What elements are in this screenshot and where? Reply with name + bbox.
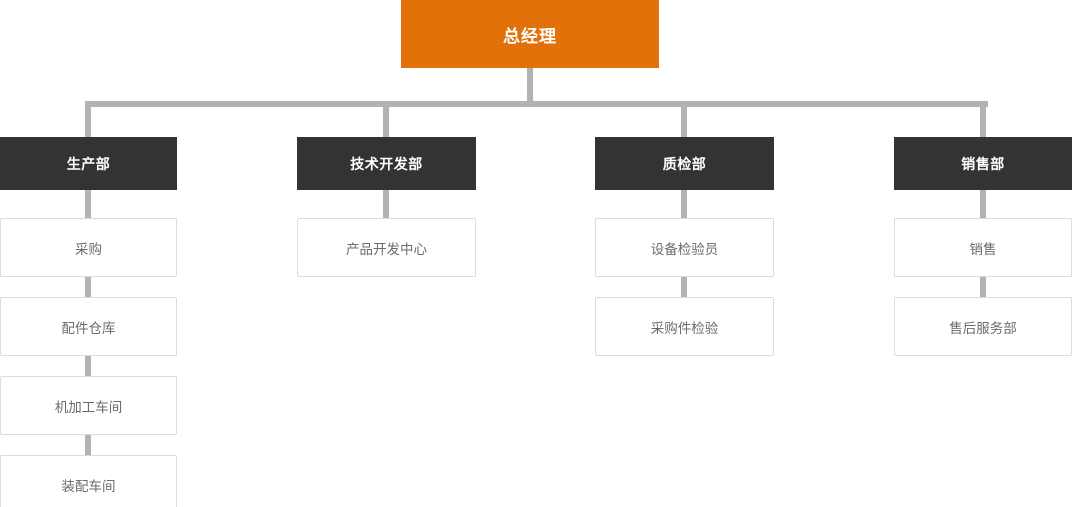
node-label: 销售	[969, 241, 997, 257]
node-label: 采购	[75, 241, 102, 257]
connector-dept-1-to-child-1	[85, 188, 91, 220]
node-label: 售后服务部	[949, 320, 1017, 336]
connector-dept-3-to-child-1	[681, 188, 687, 220]
node-label: 生产部	[66, 155, 111, 172]
node-department-production[interactable]: 生产部	[0, 137, 177, 190]
node-label: 销售部	[961, 155, 1005, 172]
node-leaf-sales[interactable]: 销售	[894, 218, 1072, 277]
node-label: 采购件检验	[650, 320, 719, 336]
node-label: 总经理	[503, 26, 557, 46]
node-leaf-parts-warehouse[interactable]: 配件仓库	[0, 297, 177, 356]
connector-col-4-child-1-to-2	[980, 277, 986, 299]
connector-root-stem	[527, 68, 533, 101]
node-leaf-assembly-workshop[interactable]: 装配车间	[0, 455, 177, 507]
node-label: 装配车间	[61, 478, 116, 494]
node-label: 质检部	[662, 155, 707, 172]
connector-col-3-child-1-to-2	[681, 277, 687, 299]
node-label: 机加工车间	[54, 399, 123, 415]
node-leaf-machining-workshop[interactable]: 机加工车间	[0, 376, 177, 435]
connector-dept-2-to-child-1	[383, 188, 389, 220]
connector-col-1-child-3-to-4	[85, 435, 91, 457]
node-leaf-product-development-center[interactable]: 产品开发中心	[297, 218, 476, 277]
node-department-quality-inspection[interactable]: 质检部	[595, 137, 774, 190]
node-department-technical-development[interactable]: 技术开发部	[297, 137, 476, 190]
node-department-sales[interactable]: 销售部	[894, 137, 1072, 190]
node-root-general-manager[interactable]: 总经理	[401, 0, 659, 68]
node-label: 产品开发中心	[346, 241, 427, 257]
node-leaf-equipment-inspector[interactable]: 设备检验员	[595, 218, 774, 277]
connector-bus-to-dept-1	[85, 101, 91, 141]
connector-horizontal-bus	[86, 101, 988, 107]
node-leaf-purchased-parts-inspection[interactable]: 采购件检验	[595, 297, 774, 356]
connector-bus-to-dept-3	[681, 101, 687, 141]
connector-bus-to-dept-4	[980, 101, 986, 141]
node-leaf-purchasing[interactable]: 采购	[0, 218, 177, 277]
connector-col-1-child-1-to-2	[85, 277, 91, 299]
connector-bus-to-dept-2	[383, 101, 389, 141]
node-label: 技术开发部	[350, 155, 423, 172]
node-label: 配件仓库	[61, 320, 116, 336]
connector-dept-4-to-child-1	[980, 188, 986, 220]
node-label: 设备检验员	[650, 241, 719, 257]
node-leaf-after-sales-service[interactable]: 售后服务部	[894, 297, 1072, 356]
connector-col-1-child-2-to-3	[85, 356, 91, 378]
